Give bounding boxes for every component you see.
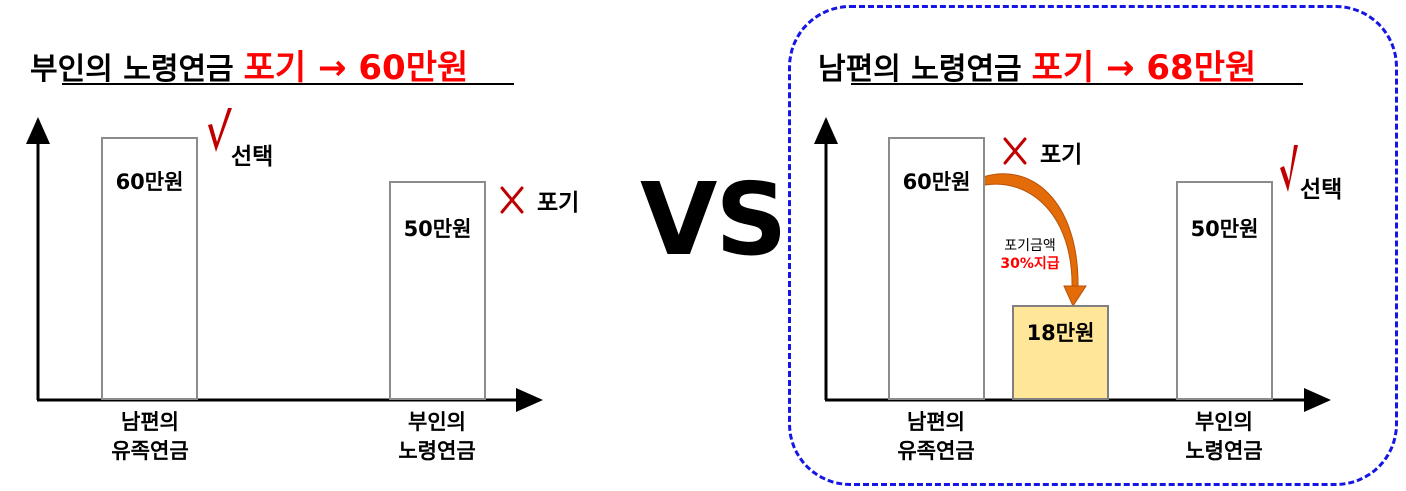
right-cross-label: 포기: [1040, 142, 1083, 168]
left-check-label: 선택: [231, 144, 274, 170]
bar-value-label: 60만원: [902, 170, 971, 194]
highlight-dashed-box: [788, 5, 1398, 486]
vs-label: VS: [640, 161, 787, 278]
right-bar-partial-payment: 18만원: [1012, 305, 1109, 400]
left-title-highlight: 포기 → 60만원: [243, 48, 469, 88]
cross-icon: [1003, 137, 1027, 165]
bar-value-label: 60만원: [115, 170, 184, 194]
left-category-1: 남편의 유족연금: [111, 410, 189, 463]
right-title-main: 남편의 노령연금: [818, 52, 1022, 87]
left-title-main: 부인의 노령연금: [30, 52, 234, 87]
right-title: 남편의 노령연금 포기 → 68만원: [818, 40, 1256, 89]
arrow-annotation: 포기금액 30%지급: [985, 237, 1075, 273]
left-bar-old-age-pension: 50만원: [389, 181, 486, 400]
left-title: 부인의 노령연금 포기 → 60만원: [30, 40, 468, 89]
right-bar-old-age-pension: 50만원: [1176, 181, 1273, 400]
right-title-highlight: 포기 → 68만원: [1031, 48, 1257, 88]
bar-value-label: 18만원: [1026, 321, 1095, 345]
left-title-underline: [62, 83, 514, 85]
right-title-underline: [851, 83, 1303, 85]
arrow-annotation-line1: 포기금액: [1004, 238, 1056, 254]
left-category-2: 부인의 노령연금: [398, 410, 476, 463]
left-bar-survivor-pension: 60만원: [101, 137, 198, 400]
arrow-annotation-line2: 30%지급: [1000, 256, 1060, 272]
right-category-2: 부인의 노령연금: [1185, 410, 1263, 463]
transfer-arrow: [979, 173, 1087, 308]
right-bar-survivor-pension: 60만원: [888, 137, 985, 400]
check-icon: [208, 108, 232, 152]
check-icon: [1280, 145, 1298, 192]
left-cross-label: 포기: [537, 190, 580, 216]
right-check-label: 선택: [1300, 177, 1343, 203]
bar-value-label: 50만원: [403, 217, 472, 241]
cross-icon: [500, 186, 524, 214]
bar-value-label: 50만원: [1190, 217, 1259, 241]
right-category-1: 남편의 유족연금: [897, 410, 975, 463]
